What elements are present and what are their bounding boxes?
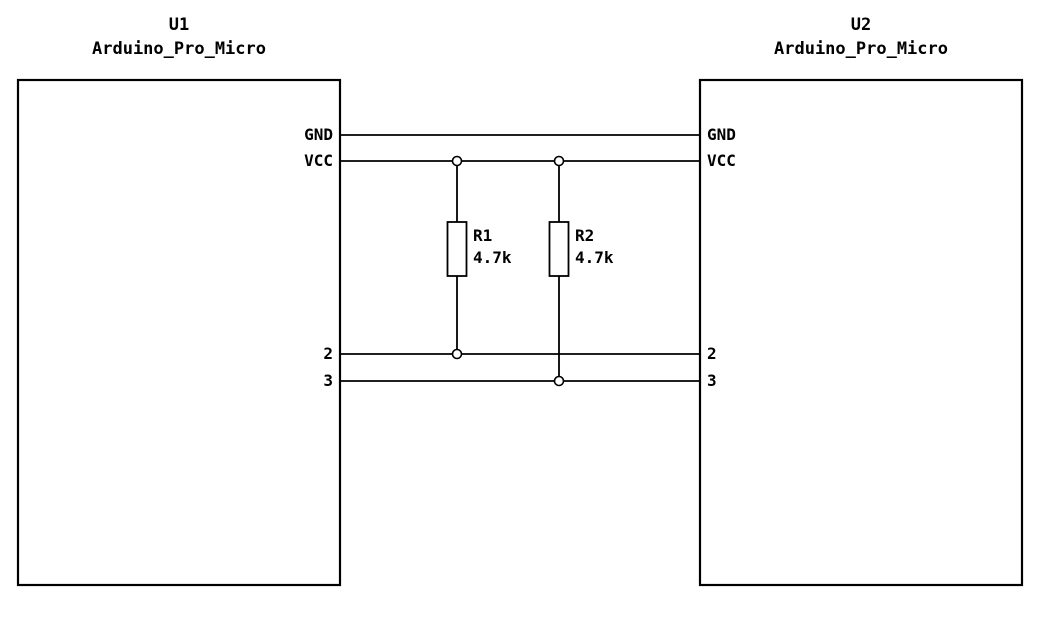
- component-value-label: Arduino_Pro_Micro: [774, 39, 948, 59]
- pin-label-2: 2: [323, 344, 333, 363]
- resistor-body: [548, 221, 570, 277]
- resistor-r2: R2 4.7k: [548, 161, 614, 381]
- component-body: [698, 78, 1024, 587]
- pin-label-2: 2: [707, 344, 717, 363]
- component-u2: U2 Arduino_Pro_Micro GND VCC 2 3: [698, 15, 1024, 587]
- pin-label-3: 3: [707, 371, 717, 390]
- resistor-body: [446, 221, 468, 277]
- resistor-value-label: 4.7k: [473, 248, 512, 267]
- junction-r1-pin2: [451, 348, 463, 360]
- resistor-ref-label: R1: [473, 226, 492, 245]
- component-body: [16, 78, 342, 587]
- junction-r2-pin3: [553, 375, 565, 387]
- pin-label-3: 3: [323, 371, 333, 390]
- component-u1: U1 Arduino_Pro_Micro GND VCC 2 3: [16, 15, 342, 587]
- pin-label-vcc: VCC: [707, 151, 736, 170]
- resistor-value-label: 4.7k: [575, 248, 614, 267]
- junction-r2-vcc: [553, 155, 565, 167]
- resistor-r1: R1 4.7k: [446, 161, 512, 354]
- component-ref-label: U1: [169, 15, 189, 35]
- pin-label-gnd: GND: [707, 125, 736, 144]
- resistor-ref-label: R2: [575, 226, 594, 245]
- component-value-label: Arduino_Pro_Micro: [92, 39, 266, 59]
- junction-r1-vcc: [451, 155, 463, 167]
- component-ref-label: U2: [851, 15, 871, 35]
- pin-label-vcc: VCC: [304, 151, 333, 170]
- pin-label-gnd: GND: [304, 125, 333, 144]
